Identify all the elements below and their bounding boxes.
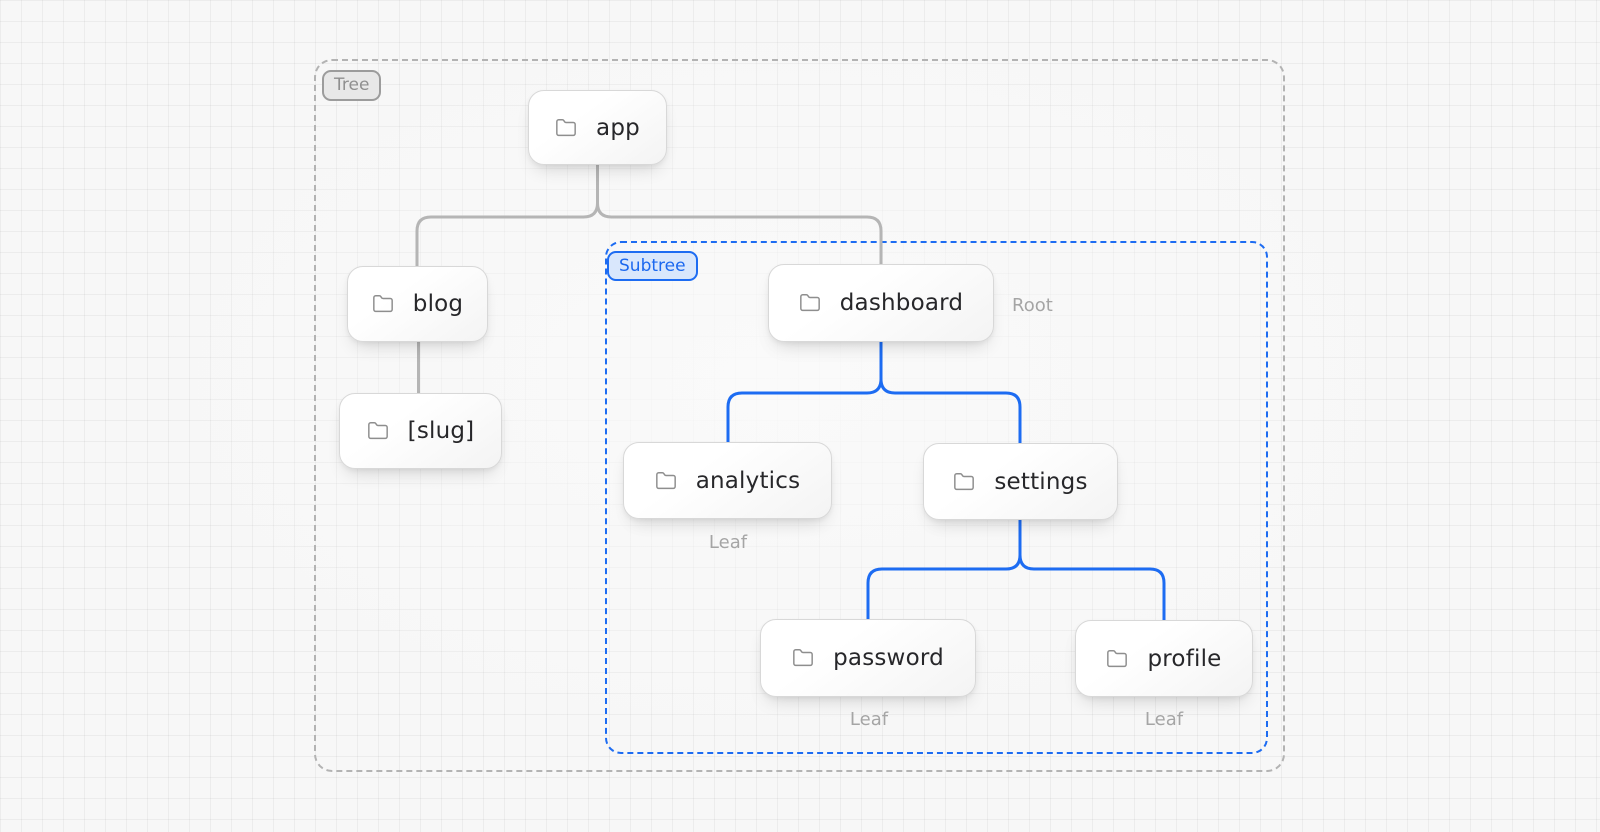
node-label: password [833,645,944,671]
node-label: profile [1147,645,1222,672]
node-label: dashboard [839,290,964,316]
subtree-container [605,241,1268,754]
node-label: app [596,114,640,141]
folder-icon [799,292,821,314]
node-label: [slug] [407,418,475,444]
leaf-annotation: Leaf [849,709,889,730]
tree-badge: Tree [322,70,382,101]
node-label: settings [994,468,1088,495]
tree-container [314,59,1285,772]
node-slug: [slug] [339,393,502,469]
node-blog: blog [347,266,488,342]
folder-icon [953,471,975,493]
node-label: blog [412,291,464,317]
folder-icon [555,117,577,139]
leaf-annotation: Leaf [1144,709,1184,730]
folder-icon [792,647,814,669]
node-app: app [528,90,667,165]
node-dashboard: dashboard [768,264,994,342]
folder-icon [367,420,389,442]
folder-icon [655,470,677,492]
root-annotation: Root [1012,295,1053,316]
node-profile: profile [1075,620,1253,697]
node-password: password [760,619,976,697]
folder-icon [1106,648,1128,670]
node-analytics: analytics [623,442,832,519]
leaf-annotation: Leaf [708,532,748,553]
folder-icon [372,293,394,315]
node-label: analytics [695,467,801,494]
node-settings: settings [923,443,1118,520]
subtree-badge: Subtree [607,251,698,281]
